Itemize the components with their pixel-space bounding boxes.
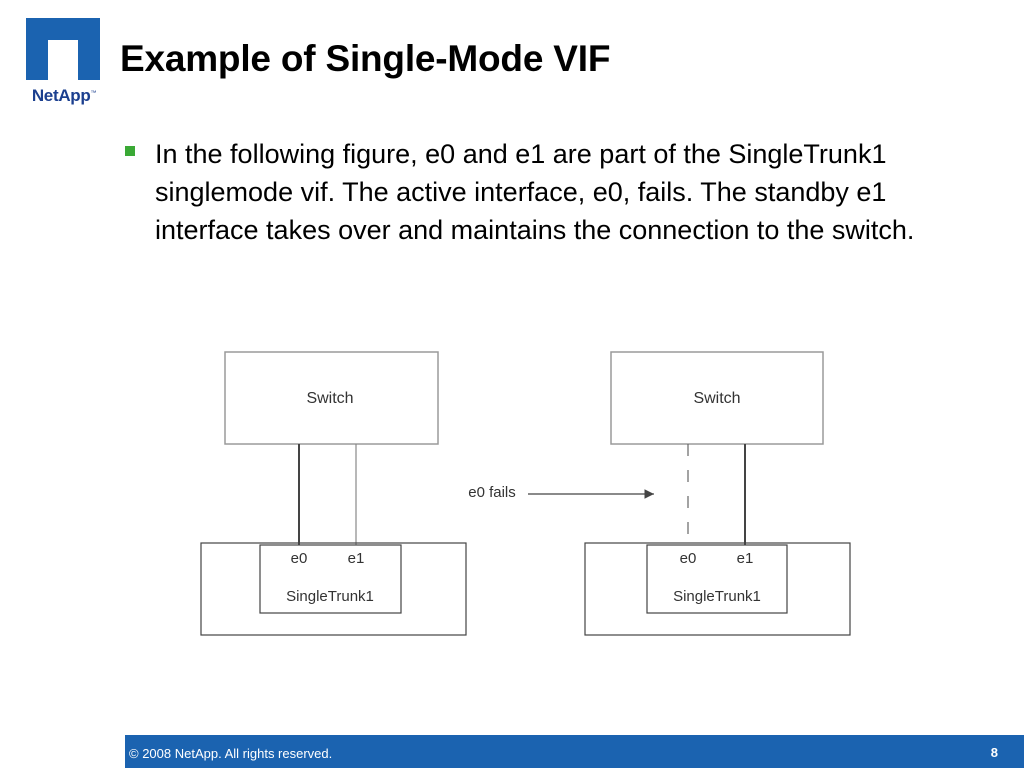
right-switch-box (610, 351, 824, 445)
transition-label: e0 fails (468, 484, 516, 501)
left-config: Switch e0 e1 SingleTrunk1 (200, 351, 467, 636)
left-filer-box (200, 542, 467, 636)
right-trunk-label: SingleTrunk1 (673, 588, 761, 605)
right-e0-label: e0 (680, 550, 697, 567)
left-switch-label: Switch (306, 390, 353, 407)
left-trunk-label: SingleTrunk1 (286, 588, 374, 605)
left-e0-label: e0 (291, 550, 308, 567)
left-e1-label: e1 (348, 550, 365, 567)
netapp-logo-mark (26, 18, 100, 80)
transition: e0 fails (468, 484, 654, 501)
netapp-logo: NetApp™ (22, 18, 104, 110)
bullet-text: In the following figure, e0 and e1 are p… (155, 139, 915, 245)
right-e1-label: e1 (737, 550, 754, 567)
footer-bar: © 2008 NetApp. All rights reserved. 8 (125, 735, 1024, 768)
right-filer-box (584, 542, 851, 636)
right-config: Switch e0 e1 SingleTrunk1 (584, 351, 851, 636)
right-vif-box (646, 544, 788, 614)
netapp-logo-wordmark: NetApp™ (31, 86, 97, 105)
right-switch-label: Switch (693, 390, 740, 407)
footer-copyright: © 2008 NetApp. All rights reserved. (129, 746, 333, 761)
left-vif-box (259, 544, 402, 614)
page-number: 8 (990, 745, 998, 760)
left-switch-box (224, 351, 439, 445)
slide-title: Example of Single-Mode VIF (120, 38, 611, 79)
bullet-square-icon (125, 146, 135, 156)
